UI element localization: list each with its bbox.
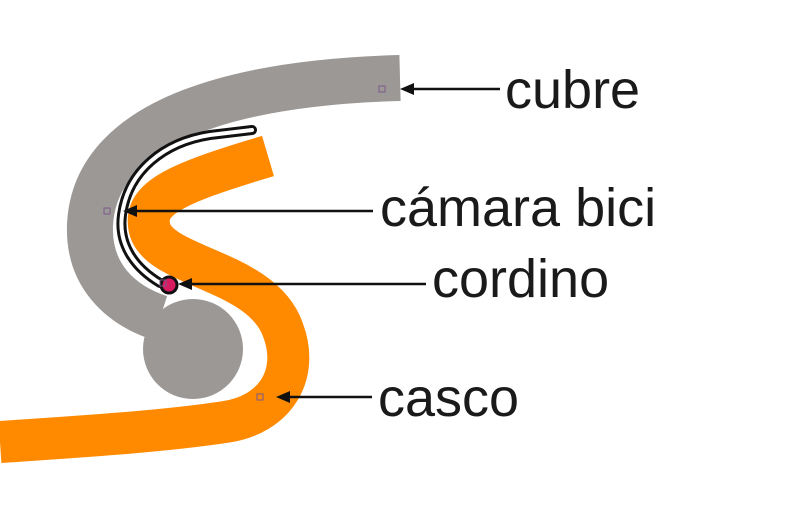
leader-arrows [123, 83, 500, 403]
cover-marker-icon [378, 85, 386, 93]
cord-arrow [178, 278, 426, 290]
hull-marker-icon [256, 393, 264, 401]
inner-tube-label: cámara bici [380, 178, 656, 238]
connector-markers [103, 85, 386, 401]
inner-tube-marker-icon [103, 207, 111, 215]
cord-marker-icon [159, 279, 167, 287]
cover-bulb [143, 299, 243, 399]
inner-tube-shape [116, 125, 257, 288]
cover-band [66, 55, 401, 340]
cover-arrow [400, 83, 500, 95]
cover-shape [66, 55, 401, 399]
cord-label: cordino [432, 249, 609, 309]
hull-arrow [276, 391, 372, 403]
cover-label: cubre [505, 60, 640, 120]
inner-tube-arrow [123, 205, 373, 217]
hull-label: casco [378, 368, 519, 428]
cord-dot [159, 275, 179, 295]
